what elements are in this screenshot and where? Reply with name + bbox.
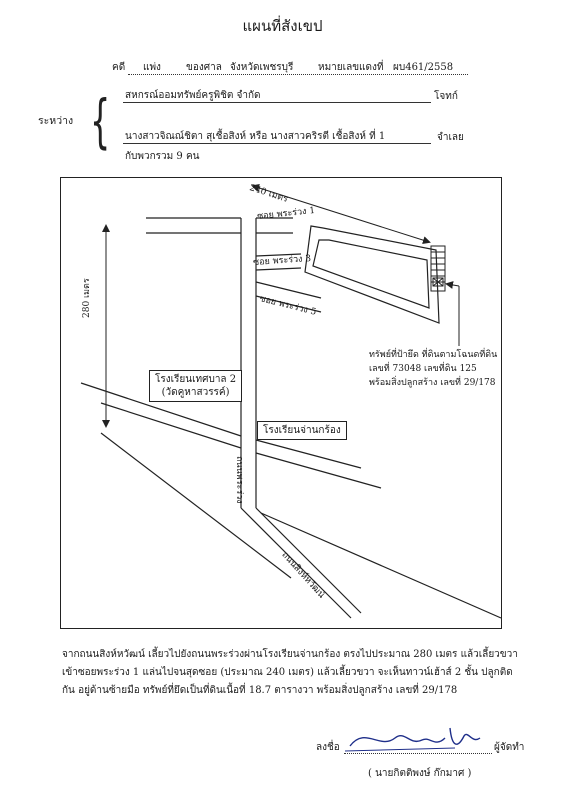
plaintiff-role: โจทก์ bbox=[434, 91, 458, 102]
vertical-distance-label: 280 เมตร bbox=[82, 278, 92, 318]
signature-role: ผู้จัดทำ bbox=[494, 742, 525, 753]
defendant-underline bbox=[123, 143, 431, 144]
defendant-role: จำเลย bbox=[437, 132, 464, 143]
case-number-label: หมายเลขแดงที่ bbox=[318, 62, 384, 73]
townhouse-block bbox=[430, 245, 446, 292]
court-name: จังหวัดเพชรบุรี bbox=[230, 62, 294, 73]
property-note-line1: ทรัพย์ที่ป้ายึด ที่ดินตามโฉนดที่ดิน bbox=[369, 350, 498, 360]
others-count: กับพวกรวม 9 คน bbox=[125, 151, 200, 162]
cross-road-upper bbox=[80, 382, 242, 437]
property-note-line2: เลขที่ 73048 เลขที่ดิน 125 bbox=[369, 364, 477, 374]
plaintiff-name: สหกรณ์ออมทรัพย์ครูพิชิต จำกัด bbox=[125, 90, 261, 101]
janokrong-school-box: โรงเรียนจ่านกร้อง bbox=[257, 421, 347, 440]
handwritten-signature bbox=[344, 727, 481, 752]
phra-ruang-road-label: ถนนพระร่วง bbox=[234, 456, 244, 504]
municipal-school-2-box: โรงเรียนเทศบาล 2 (วัดคูหาสวรรค์) bbox=[149, 370, 243, 402]
school1-name: โรงเรียนเทศบาล 2 bbox=[155, 374, 237, 385]
soi5-line bbox=[255, 281, 322, 299]
signature-line bbox=[344, 753, 492, 754]
singhawat-road-upper bbox=[100, 432, 292, 579]
map-drawing bbox=[80, 184, 501, 619]
directions-text: จากถนนสิงห์หวัฒน์ เลี้ยวไปยังถนนพระร่วงผ… bbox=[62, 649, 518, 696]
map-frame: 240 เมตร 280 เมตร ซอย พระร่วง 1 ซอย พระร… bbox=[60, 177, 502, 629]
between-label: ระหว่าง bbox=[38, 115, 74, 127]
court-label: ของศาล bbox=[186, 62, 222, 73]
case-type: แพ่ง bbox=[143, 62, 161, 73]
case-label: คดี bbox=[112, 62, 126, 73]
school2-name: โรงเรียนจ่านกร้อง bbox=[263, 425, 341, 436]
header-underline bbox=[128, 74, 468, 75]
school1-temple: (วัดคูหาสวรรค์) bbox=[161, 387, 230, 398]
property-note: ทรัพย์ที่ป้ายึด ที่ดินตามโฉนดที่ดิน เลขท… bbox=[369, 348, 497, 390]
signer-name: ( นายกิตติพงษ์ ก๊กมาศ ) bbox=[368, 768, 472, 779]
singhawat-road-a bbox=[240, 507, 352, 619]
page-title: แผนที่สังเขป bbox=[242, 17, 323, 35]
horizontal-distance-arrow bbox=[251, 184, 431, 244]
property-note-line3: พร้อมสิ่งปลูกสร้าง เลขที่ 29/178 bbox=[369, 378, 496, 388]
plaintiff-underline bbox=[123, 102, 431, 103]
case-number: ผบ461/2558 bbox=[393, 62, 454, 73]
brace-icon: { bbox=[90, 87, 111, 155]
soi3-line bbox=[255, 253, 302, 257]
property-pointer-arrow bbox=[445, 281, 460, 289]
defendant-name: นางสาวจิณณ์ชิตา สุเชื้อสิงห์ หรือ นางสาว… bbox=[125, 131, 386, 142]
signature-label: ลงชื่อ bbox=[316, 742, 340, 753]
